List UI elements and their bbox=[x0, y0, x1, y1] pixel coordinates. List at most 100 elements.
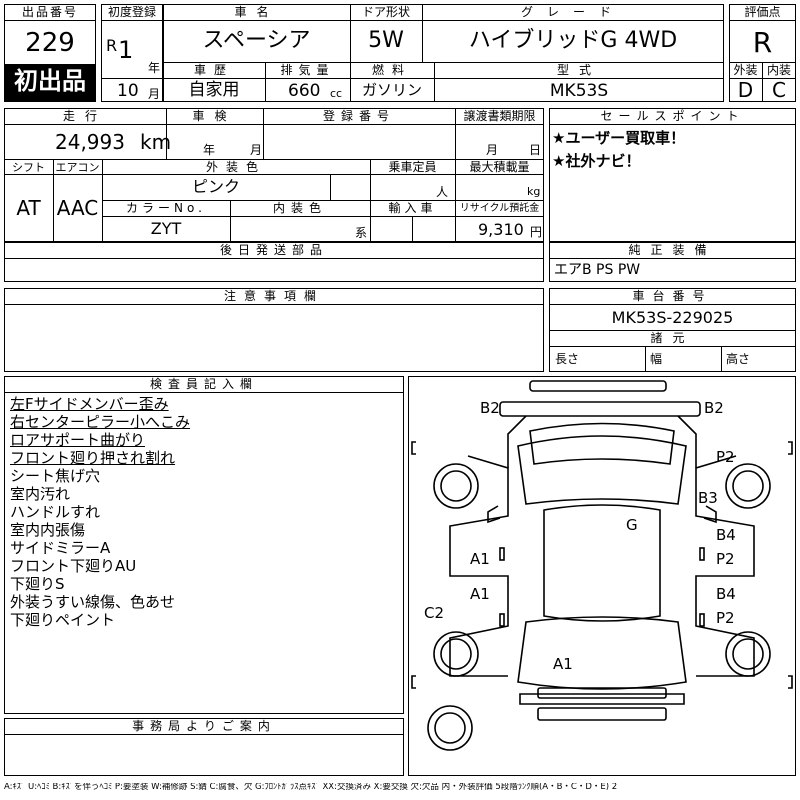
reg-no-label: 登録番号 bbox=[322, 109, 395, 123]
later-parts-box bbox=[4, 242, 544, 282]
sales-point-box bbox=[549, 108, 796, 242]
note-item: 左Fサイドメンバー歪み bbox=[10, 395, 169, 413]
note-item: 室内汚れ bbox=[10, 485, 71, 503]
capacity-label: 乗車定員 bbox=[388, 160, 437, 174]
first-reg-box bbox=[101, 4, 163, 102]
note-item: フロント下廻りAU bbox=[10, 557, 137, 575]
load-unit: kg bbox=[527, 185, 541, 198]
office-label: 事務局よりご案内 bbox=[132, 719, 276, 733]
damage-label-b4-upper: B4 bbox=[716, 526, 736, 544]
equipment: エアB PS PW bbox=[554, 262, 641, 278]
era: R bbox=[106, 36, 118, 55]
first-reg-label: 初度登録 bbox=[107, 5, 156, 19]
color-no: ZYT bbox=[150, 219, 182, 238]
sales-point-1: ★ユーザー買取車！ bbox=[552, 129, 686, 147]
lot-number-label: 出品番号 bbox=[21, 5, 78, 19]
color-no-label: カラーNo. bbox=[126, 201, 206, 215]
car-diagram-box bbox=[408, 376, 796, 776]
note-item: 下廻りペイント bbox=[10, 611, 116, 629]
caution-label: 注意事項欄 bbox=[223, 289, 324, 303]
score: R bbox=[752, 26, 773, 59]
transfer-day-unit: 日 bbox=[529, 143, 542, 157]
damage-label-b2-left: B2 bbox=[480, 399, 500, 417]
transfer-month-unit: 月 bbox=[486, 143, 499, 157]
score-label: 評価点 bbox=[744, 5, 781, 19]
note-item: シート焦げ穴 bbox=[10, 467, 101, 485]
footer-legend: A:ｷｽﾞ U:ﾍｺﾐ B:ｷｽﾞを伴うﾍｺﾐ P:要塗装 W:補修跡 S:錆 … bbox=[4, 783, 618, 792]
dims-width: 幅 bbox=[650, 352, 663, 366]
dims-height: 高さ bbox=[726, 352, 751, 366]
sales-point-label: セールスポイント bbox=[600, 109, 745, 123]
inspector-box bbox=[4, 376, 404, 714]
import-label: 輸入車 bbox=[388, 201, 437, 215]
damage-label-p2-mid: P2 bbox=[716, 550, 735, 568]
month-num: 10 bbox=[117, 81, 139, 101]
year-num: 1 bbox=[118, 36, 134, 64]
spec-grid bbox=[4, 108, 544, 242]
damage-label-g: G bbox=[626, 516, 638, 534]
recycle-label: リサイクル預託金 bbox=[459, 203, 540, 214]
mileage: 24,993 bbox=[55, 130, 125, 154]
load-label: 最大積載量 bbox=[469, 160, 530, 174]
caution-box bbox=[4, 288, 544, 372]
displacement-unit: cc bbox=[330, 87, 343, 100]
mileage-unit: km bbox=[140, 130, 172, 154]
fuel: ガソリン bbox=[361, 81, 422, 99]
note-item: 右センターピラー小へこみ bbox=[10, 413, 191, 431]
int-color-label: 内装色 bbox=[272, 201, 327, 215]
color: ピンク bbox=[191, 177, 240, 196]
year-unit: 年 bbox=[148, 61, 161, 75]
doors-label: ドア形状 bbox=[361, 5, 410, 19]
damage-label-b3: B3 bbox=[698, 489, 718, 507]
later-parts-label: 後日発送部品 bbox=[219, 243, 328, 257]
int-score: C bbox=[772, 78, 786, 102]
capacity-unit: 人 bbox=[436, 185, 449, 199]
ext-score: D bbox=[737, 78, 754, 102]
dims-label: 諸元 bbox=[650, 331, 695, 345]
equipment-label: 純正装備 bbox=[628, 243, 717, 257]
damage-label-c2: C2 bbox=[424, 604, 445, 622]
model-label: 型式 bbox=[556, 63, 601, 77]
note-item: サイドミラーA bbox=[10, 539, 111, 557]
car-name-label: 車名 bbox=[234, 5, 279, 19]
damage-label-b2-right: B2 bbox=[704, 399, 724, 417]
note-item: 室内内張傷 bbox=[10, 521, 86, 539]
history: 自家用 bbox=[188, 80, 240, 100]
note-item: フロント廻り押され割れ bbox=[10, 449, 176, 467]
transfer-label: 譲渡書類期限 bbox=[463, 109, 536, 123]
office-box bbox=[4, 718, 404, 776]
first-listing-label: 初出品 bbox=[14, 67, 86, 95]
dims-length: 長さ bbox=[555, 352, 580, 366]
int-color-unit: 系 bbox=[355, 226, 368, 240]
equipment-box bbox=[549, 242, 796, 282]
damage-label-a1-left-lower: A1 bbox=[470, 585, 490, 603]
inspection-year-unit: 年 bbox=[203, 143, 216, 157]
displacement-label: 排気量 bbox=[280, 63, 335, 77]
chassis-label: 車台番号 bbox=[632, 289, 713, 303]
car-name: スペーシア bbox=[202, 28, 311, 53]
lot-number: 229 bbox=[25, 28, 75, 58]
vehicle-info-grid bbox=[163, 4, 724, 102]
shift-label: シフト bbox=[12, 161, 45, 174]
ac-label: エアコン bbox=[55, 161, 100, 174]
damage-label-p2-top: P2 bbox=[716, 448, 735, 466]
month-unit: 月 bbox=[148, 87, 161, 101]
note-item: ハンドルすれ bbox=[10, 503, 101, 521]
car-diagram bbox=[411, 380, 793, 751]
fuel-label: 燃料 bbox=[371, 63, 412, 77]
chassis-number: MK53S-229025 bbox=[611, 308, 734, 327]
int-label: 内装 bbox=[766, 63, 791, 77]
lot-number-box bbox=[4, 4, 96, 102]
first-listing-badge bbox=[5, 64, 95, 101]
model: MK53S bbox=[549, 81, 609, 101]
recycle: 9,310 bbox=[478, 220, 524, 239]
damage-label-a1-left-upper: A1 bbox=[470, 550, 490, 568]
mileage-label: 走行 bbox=[62, 109, 107, 123]
doors: 5W bbox=[368, 28, 404, 53]
sales-point-2: ★社外ナビ！ bbox=[552, 152, 641, 170]
color-label: 外装色 bbox=[205, 160, 266, 174]
displacement: 660 bbox=[288, 81, 321, 101]
inspector-notes: 左Fサイドメンバー歪み 右センターピラー小へこみ ロアサポート曲がり フロント廻… bbox=[10, 395, 190, 629]
note-item: 下廻りS bbox=[10, 575, 65, 593]
recycle-unit: 円 bbox=[530, 225, 543, 239]
